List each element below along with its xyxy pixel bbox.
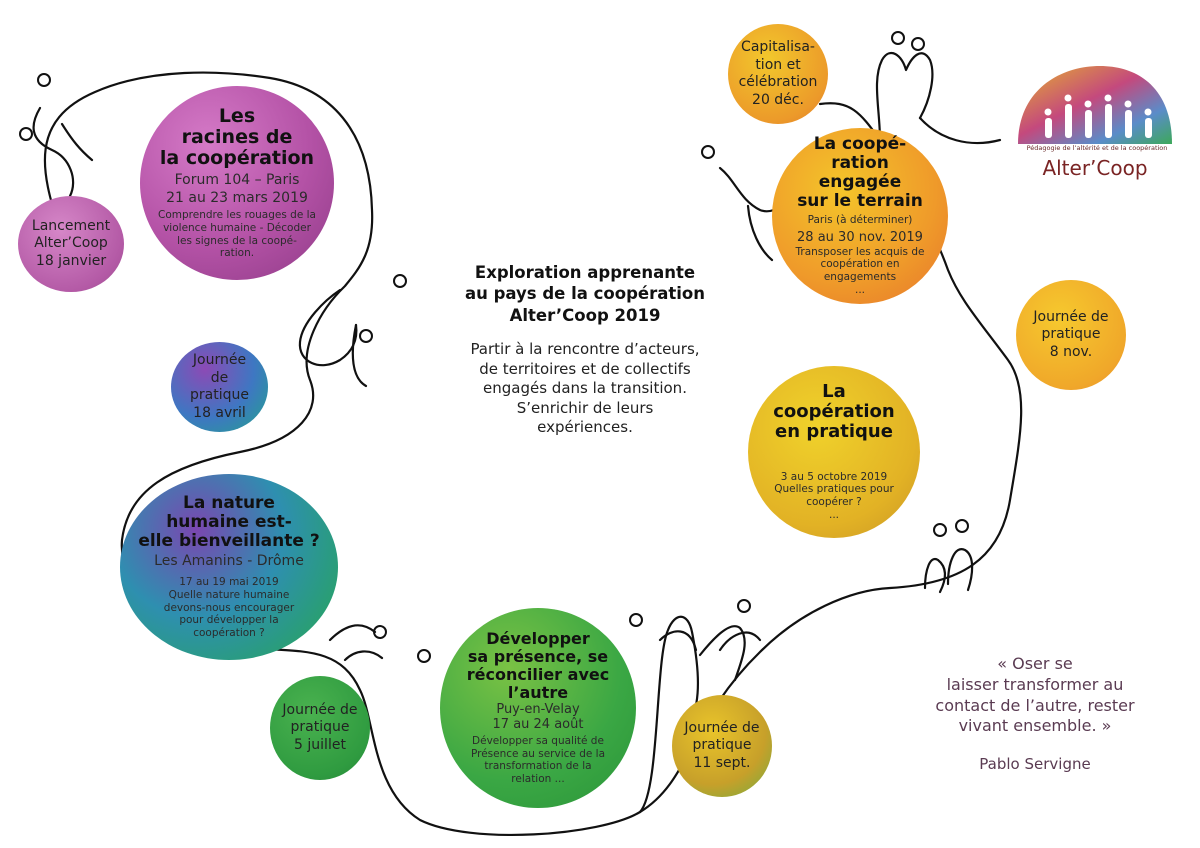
event-terrain: La coopé- ration engagée sur le terrain … (772, 128, 948, 304)
event-date: 28 au 30 nov. 2019 (797, 229, 923, 245)
logo-name: Alter’Coop (1042, 156, 1148, 180)
quote-text: « Oser se laisser transformer au contact… (935, 654, 1135, 736)
logo-tagline: Pédagogie de l’altérité et de la coopéra… (1026, 144, 1168, 152)
event-nature: La nature humaine est- elle bienveillant… (120, 474, 338, 660)
event-description: 17 au 19 mai 2019 Quelle nature humaine … (163, 575, 295, 640)
event-date: 17 au 24 août (492, 717, 584, 733)
quote-author: Pablo Servigne (979, 755, 1091, 774)
logo: Pédagogie de l’altérité et de la coopéra… (1010, 60, 1180, 190)
milestone-capitalisation: Capitalisa- tion et célébration 20 déc. (728, 24, 828, 124)
milestone-juillet: Journée de pratique 5 juillet (270, 676, 370, 780)
intro-block: Exploration apprenante au pays de la coo… (430, 262, 740, 438)
milestone-avril: Journée de pratique 18 avril (171, 342, 268, 432)
event-description: 3 au 5 octobre 2019 Quelles pratiques po… (774, 470, 894, 522)
event-title: Les racines de la coopération (159, 104, 315, 170)
event-title: La coopé- ration engagée sur le terrain (797, 134, 923, 212)
event-place: Puy-en-Velay (496, 701, 580, 717)
event-description: Développer sa qualité de Présence au ser… (470, 734, 606, 786)
intro-title: Exploration apprenante au pays de la coo… (464, 263, 705, 325)
event-place: Paris (à déterminer) (807, 214, 913, 227)
logo-emblem (1018, 66, 1172, 144)
event-pratique: La coopération en pratique 3 au 5 octobr… (748, 366, 920, 538)
event-title: La nature humaine est- elle bienveillant… (138, 493, 320, 552)
event-description: Transposer les acquis de coopération en … (795, 245, 925, 296)
event-place: Forum 104 – Paris (174, 171, 300, 188)
event-description: Comprendre les rouages de la violence hu… (158, 209, 316, 260)
milestone-lancement: Lancement Alter’Coop 18 janvier (18, 196, 124, 292)
event-racines: Les racines de la coopération Forum 104 … (140, 86, 334, 280)
event-date: 21 au 23 mars 2019 (166, 190, 308, 207)
event-place: Les Amanins - Drôme (154, 553, 304, 570)
milestone-sept: Journée de pratique 11 sept. (672, 695, 772, 797)
intro-description: Partir à la rencontre d’acteurs, de terr… (470, 340, 700, 437)
milestone-nov8: Journée de pratique 8 nov. (1016, 280, 1126, 390)
event-title: Développer sa présence, se réconcilier a… (466, 629, 610, 702)
event-developper: Développer sa présence, se réconcilier a… (440, 608, 636, 808)
event-title: La coopération en pratique (773, 381, 895, 443)
quote-block: « Oser se laisser transformer au contact… (918, 654, 1152, 773)
